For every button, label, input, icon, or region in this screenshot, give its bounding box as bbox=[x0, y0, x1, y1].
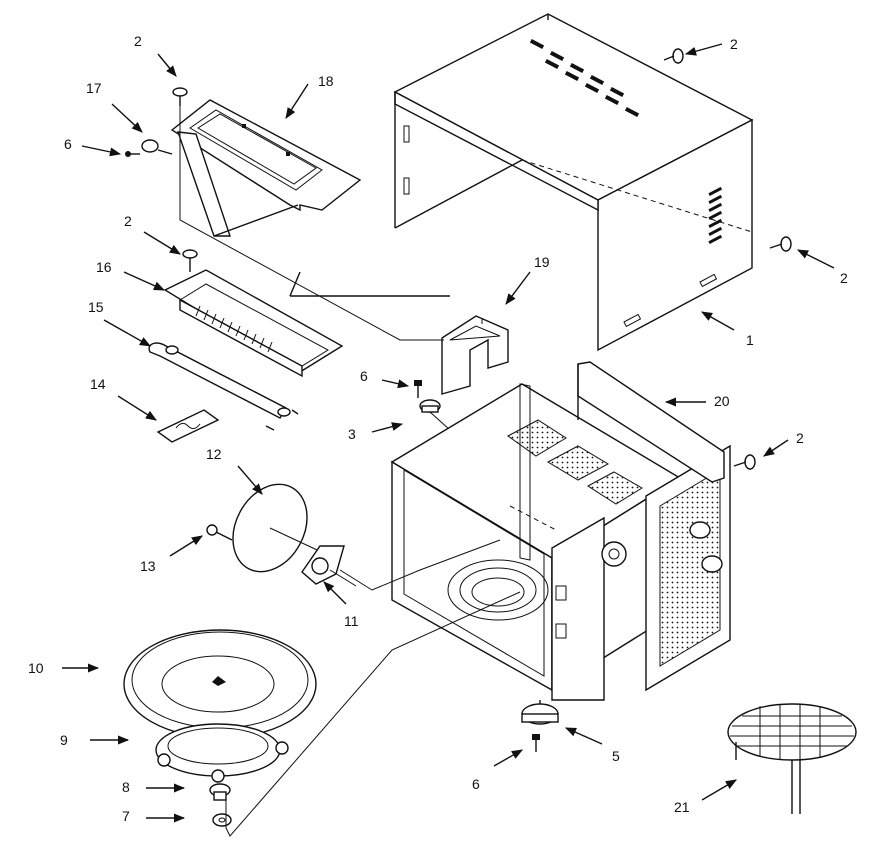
glass-turntable-tray bbox=[123, 629, 317, 739]
callout-14: 14 bbox=[90, 376, 106, 392]
heater-tube bbox=[148, 342, 299, 431]
mounting-bracket bbox=[441, 315, 509, 395]
callout-6-bottom: 6 bbox=[472, 776, 480, 792]
callout-15: 15 bbox=[88, 299, 104, 315]
callout-1: 1 bbox=[746, 332, 754, 348]
screw-2-cabinet-side bbox=[769, 236, 792, 252]
screw-6-top bbox=[414, 380, 422, 398]
callout-12: 12 bbox=[206, 446, 222, 462]
thermal-cutout bbox=[419, 399, 451, 431]
screw-6-bottom bbox=[532, 734, 540, 752]
outer-cabinet bbox=[393, 13, 754, 352]
callout-5: 5 bbox=[612, 748, 620, 764]
callout-2-heater: 2 bbox=[124, 213, 132, 229]
stirrer-motor bbox=[301, 545, 357, 587]
washer bbox=[212, 813, 232, 827]
heater-clip bbox=[156, 409, 220, 443]
heater-housing-vents bbox=[195, 305, 273, 353]
screw-2-heater bbox=[182, 249, 198, 272]
cabinet-vent-slots bbox=[529, 38, 723, 245]
leader-lines bbox=[179, 106, 521, 837]
callout-2-chassis: 2 bbox=[796, 430, 804, 446]
callout-13: 13 bbox=[140, 558, 156, 574]
clamp-17 bbox=[141, 139, 173, 155]
wire-rack bbox=[727, 703, 857, 814]
callout-9: 9 bbox=[60, 732, 68, 748]
callout-8: 8 bbox=[122, 779, 130, 795]
callout-2-top-left: 2 bbox=[134, 33, 142, 49]
oven-chassis bbox=[390, 383, 731, 701]
heater-cover-bracket bbox=[170, 99, 362, 237]
turntable-coupler bbox=[209, 783, 231, 801]
waveguide-perforation bbox=[507, 419, 643, 505]
callout-7: 7 bbox=[122, 808, 130, 824]
callout-3: 3 bbox=[348, 426, 356, 442]
callout-16: 16 bbox=[96, 259, 112, 275]
screw-2-cabinet-top bbox=[663, 48, 684, 64]
callout-21: 21 bbox=[674, 799, 690, 815]
callout-10: 10 bbox=[28, 660, 44, 676]
callout-19: 19 bbox=[534, 254, 550, 270]
callout-numbers: 1 2 2 2 2 2 3 5 6 6 6 7 8 9 10 11 12 13 … bbox=[28, 33, 848, 824]
callout-18: 18 bbox=[318, 73, 334, 89]
screw-13 bbox=[206, 524, 233, 541]
roller-ring bbox=[155, 723, 289, 783]
callout-6-left: 6 bbox=[64, 136, 72, 152]
heater-housing bbox=[163, 269, 450, 378]
rear-panel bbox=[577, 361, 725, 483]
screw-2-chassis bbox=[733, 454, 756, 470]
callout-11: 11 bbox=[344, 613, 359, 629]
screw-6-left bbox=[125, 151, 140, 157]
callout-20: 20 bbox=[714, 393, 730, 409]
callout-arrows bbox=[62, 43, 835, 823]
turntable-motor bbox=[521, 700, 559, 725]
screw-2-top-left bbox=[172, 87, 188, 106]
callout-6-top: 6 bbox=[360, 368, 368, 384]
callout-2-cabinet-side: 2 bbox=[840, 270, 848, 286]
callout-2-cabinet-top: 2 bbox=[730, 36, 738, 52]
callout-17: 17 bbox=[86, 80, 102, 96]
